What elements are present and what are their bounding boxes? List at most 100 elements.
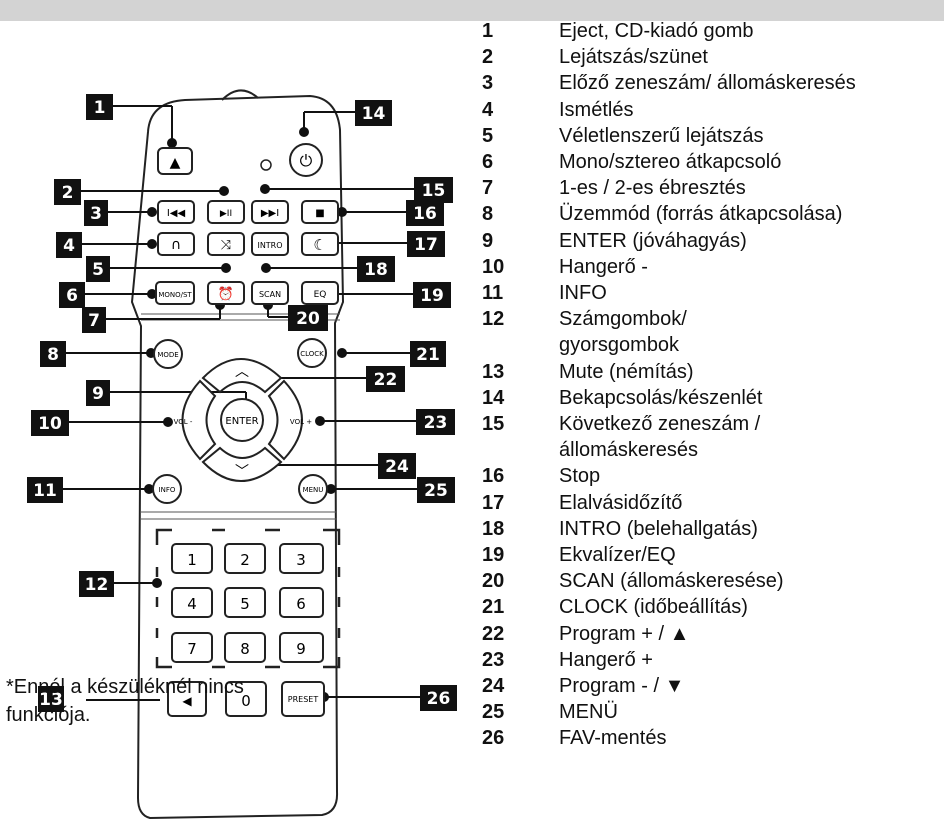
legend-number: 4 — [482, 98, 494, 121]
callout-2: 2 — [62, 183, 74, 203]
legend-description-line: Stop — [559, 465, 601, 488]
vol-up-button[interactable] — [267, 379, 303, 461]
intro-button[interactable] — [251, 232, 289, 256]
remote-top-bump — [221, 89, 259, 101]
legend-description: Hangerő + — [559, 647, 944, 673]
legend-description: Bekapcsolás/készenlét — [559, 385, 944, 411]
legend-number: 10 — [482, 255, 505, 278]
legend-number: 9 — [482, 229, 494, 252]
mode-button[interactable] — [153, 339, 183, 369]
legend-description-line: Ekvalízer/EQ — [559, 544, 676, 567]
callout-13: 13 — [39, 690, 63, 710]
dpad-up-button[interactable] — [201, 358, 283, 394]
legend-description: Elalvásidőzítő — [559, 490, 944, 516]
legend-description-line: FAV-mentés — [559, 727, 667, 750]
num-key-3[interactable] — [279, 543, 324, 574]
alarm-button[interactable] — [207, 281, 245, 305]
callout-21: 21 — [416, 345, 440, 365]
legend-number: 1 — [482, 20, 494, 42]
vol-down-button[interactable] — [181, 379, 217, 461]
scan-label: SCAN — [259, 290, 281, 299]
legend-description-line: Következő zeneszám / — [559, 413, 761, 436]
eq-button[interactable] — [301, 281, 339, 305]
callout-25: 25 — [424, 481, 448, 501]
num-key-7-label: 7 — [187, 640, 197, 658]
sleep-button[interactable] — [301, 232, 339, 256]
callout-19: 19 — [420, 286, 444, 306]
num-key-9-label: 9 — [296, 640, 306, 658]
legend-number: 26 — [482, 727, 505, 750]
mono-stereo-button[interactable] — [155, 281, 195, 305]
eject-icon: ▲ — [170, 155, 181, 171]
num-key-4[interactable] — [171, 587, 213, 618]
legend-number: 13 — [482, 360, 505, 383]
num-key-0[interactable] — [225, 681, 267, 717]
vol-down-label: VOL - — [174, 418, 193, 426]
dpad-down-button[interactable] — [201, 446, 283, 482]
legend-number: 22 — [482, 622, 505, 645]
legend-number: 8 — [482, 203, 494, 226]
power-button[interactable] — [289, 143, 323, 177]
eject-button[interactable] — [157, 147, 193, 175]
legend-description: Ismétlés — [559, 97, 944, 123]
legend-description: INTRO (belehallgatás) — [559, 516, 944, 542]
mode-label: MODE — [157, 351, 178, 359]
prev-track-button[interactable] — [157, 200, 195, 224]
num-key-6[interactable] — [279, 587, 324, 618]
legend-description: Véletlenszerű lejátszás — [559, 123, 944, 149]
clock-button[interactable] — [297, 338, 327, 368]
mute-button[interactable] — [167, 681, 207, 717]
legend-description: CLOCK (időbeállítás) — [559, 594, 944, 620]
num-key-7[interactable] — [171, 632, 213, 663]
legend-description-line: MENÜ — [559, 701, 618, 724]
enter-button[interactable] — [220, 398, 264, 442]
legend-description: Program - / ▼ — [559, 673, 944, 699]
remote-svg: ▲ ⏻ I◀◀ ▶II ▶▶I ■ ∩ ⤨ INTRO ☾ MONO/ST ⏰ … — [27, 89, 457, 820]
alarm-icon: ⏰ — [218, 285, 234, 302]
num-key-4-label: 4 — [187, 595, 197, 613]
num-key-5[interactable] — [224, 587, 266, 618]
num-key-6-label: 6 — [296, 595, 306, 613]
info-button[interactable] — [152, 474, 182, 504]
callout-14: 14 — [362, 104, 386, 124]
stop-icon: ■ — [315, 208, 324, 219]
legend-description-line: Véletlenszerű lejátszás — [559, 124, 764, 147]
repeat-button[interactable] — [157, 232, 195, 256]
callout-11: 11 — [33, 481, 57, 501]
num-key-9[interactable] — [279, 632, 324, 663]
legend-description-line: ENTER (jóváhagyás) — [559, 229, 747, 252]
num-key-0-label: 0 — [241, 692, 251, 710]
shuffle-button[interactable] — [207, 232, 245, 256]
down-arrow-icon: ﹀ — [235, 464, 249, 480]
eq-label: EQ — [314, 290, 327, 300]
legend-description: Mono/sztereo átkapcsoló — [559, 149, 944, 175]
scan-button[interactable] — [251, 281, 289, 305]
legend-description-line: INTRO (belehallgatás) — [559, 517, 758, 540]
preset-button[interactable] — [281, 681, 325, 717]
menu-button[interactable] — [298, 474, 328, 504]
play-pause-button[interactable] — [207, 200, 245, 224]
legend-description: SCAN (állomáskeresése) — [559, 568, 944, 594]
num-key-1[interactable] — [171, 543, 213, 574]
num-key-8[interactable] — [224, 632, 266, 663]
next-track-button[interactable] — [251, 200, 289, 224]
play-pause-icon: ▶II — [220, 209, 232, 219]
legend-description-line: állomáskeresés — [559, 439, 698, 462]
stop-button[interactable] — [301, 200, 339, 224]
num-key-2[interactable] — [224, 543, 266, 574]
callout-7: 7 — [88, 311, 100, 331]
legend-number: 12 — [482, 308, 505, 331]
sleep-icon: ☾ — [313, 236, 326, 254]
legend-description: Lejátszás/szünet — [559, 44, 944, 70]
numpad: 1 2 3 4 5 6 7 8 9 — [171, 543, 324, 663]
legend-description: INFO — [559, 280, 944, 306]
